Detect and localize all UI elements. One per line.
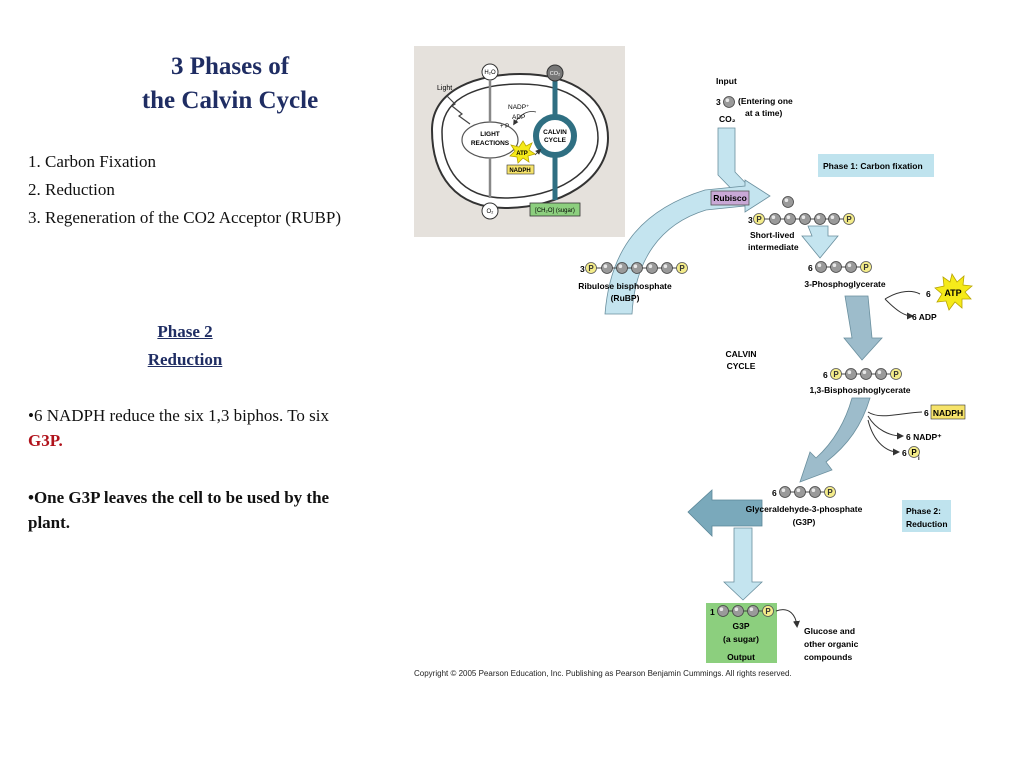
carbon-ball-icon [782, 196, 794, 208]
rubisco-label: Rubisco [713, 193, 747, 203]
input-label: Input [716, 76, 737, 86]
phase2-label-1: Phase 2: [906, 506, 941, 516]
phase1-box [818, 154, 934, 177]
atp-count: 6 [926, 289, 931, 299]
title-line-1: 3 Phases of [170, 53, 290, 80]
entering-2: at a time) [745, 108, 782, 118]
short-lived-count: 3 [748, 215, 753, 225]
g3p-chain [779, 486, 836, 498]
glucose-3: compounds [804, 652, 852, 662]
output-g3p: G3P [732, 621, 749, 631]
input-count: 3 [716, 97, 721, 107]
atp-star-icon [934, 272, 973, 311]
short-lived-1: Short-lived [750, 230, 794, 240]
bpg-count: 6 [823, 370, 828, 380]
pi-label: P [911, 448, 917, 457]
inset-sugar-box [529, 202, 581, 217]
atp-label: ATP [944, 288, 961, 298]
entering-1: (Entering one [738, 96, 793, 106]
bpg-label: 1,3-Bisphosphoglycerate [809, 385, 910, 395]
g3p-label-1: Glyceraldehyde-3-phosphate [746, 504, 863, 514]
adp-label: 6 ADP [912, 312, 937, 322]
phase-heading: Phase 2 [157, 322, 213, 341]
intermediate-arrow [801, 225, 839, 259]
phase-item-3: 3. Regeneration of the CO2 Acceptor (RUB… [28, 208, 342, 227]
title-line-2: the Calvin Cycle [141, 87, 319, 114]
cycle-arrows [604, 127, 883, 601]
input-co2-molecule-icon [723, 96, 735, 108]
phase-item-1: 1. Carbon Fixation [28, 152, 156, 171]
phase-item-2: 2. Reduction [28, 180, 115, 199]
inset-co2: CO₂ [550, 71, 560, 77]
phosphate-icon [908, 446, 920, 458]
inset-nadp: NADP⁺ [508, 104, 530, 111]
rubisco-box [710, 190, 750, 206]
nadp-label: 6 NADP⁺ [906, 432, 942, 442]
inset-p: + P [500, 124, 509, 130]
nadph-count: 6 [924, 408, 929, 418]
pga-chain [815, 261, 872, 273]
phase-heading-block: Phase 2 Reduction [100, 318, 270, 374]
output-label: Output [727, 652, 755, 662]
phase2-box [902, 500, 951, 532]
output-sugar: (a sugar) [723, 634, 759, 644]
inset-nadph: NADPH [509, 168, 530, 174]
inset-co2-molecule [546, 64, 564, 82]
inset-sugar: [CH₂O] (sugar) [535, 208, 575, 214]
inset-atp-star-icon [509, 140, 536, 164]
inset-h2o: H₂O [484, 70, 496, 76]
output-arrow [722, 527, 764, 601]
rubp-label-1: Ribulose bisphosphate [578, 281, 672, 291]
calvin-label-1: CALVIN [725, 349, 756, 359]
inset-nadph-box [506, 164, 535, 175]
nadph-label: NADPH [933, 408, 963, 418]
pga-count: 6 [808, 263, 813, 273]
inset-light: Light [437, 85, 452, 92]
reduction-arrow-1 [843, 295, 883, 361]
pi-count: 6 [902, 448, 907, 458]
calvin-label-2: CYCLE [727, 361, 756, 371]
bullet-g3p-leaves: •One G3P leaves the cell to be used by t… [28, 488, 330, 532]
short-lived-chain [753, 213, 855, 225]
inset-calvin-1: CALVIN [543, 129, 567, 136]
glucose-2: other organic [804, 639, 859, 649]
pi-sub: i [918, 456, 920, 462]
rubp-label-2: (RuBP) [611, 293, 640, 303]
g3p-count: 6 [772, 488, 777, 498]
short-lived-2: intermediate [748, 242, 799, 252]
pga-label: 3-Phosphoglycerate [804, 279, 886, 289]
inset-light-reactions-2: REACTIONS [471, 140, 510, 147]
input-co2: CO₂ [719, 114, 736, 124]
chloroplast-inset: LIGHT REACTIONS CALVIN CYCLE CO₂ [CH₂O] … [414, 46, 625, 237]
output-chain [717, 605, 774, 617]
copyright: Copyright © 2005 Pearson Education, Inc.… [414, 669, 792, 678]
inset-o2-molecule [481, 202, 499, 220]
phase1-label: Phase 1: Carbon fixation [823, 161, 923, 171]
g3p-highlight: G3P. [28, 431, 63, 450]
rubp-chain [585, 262, 688, 274]
bullet-nadph: •6 NADPH reduce the six 1,3 biphos. To s… [28, 403, 348, 453]
bullet-nadph-text: •6 NADPH reduce the six 1,3 biphos. To s… [28, 406, 329, 425]
inset-atp: ATP [516, 151, 528, 157]
g3p-label-2: (G3P) [793, 517, 816, 527]
phase2-label-2: Reduction [906, 519, 948, 529]
nadph-box [930, 404, 966, 420]
regeneration-arrow [687, 489, 763, 537]
light-zigzag-icon [446, 95, 471, 125]
output-count: 1 [710, 607, 715, 617]
phase-subheading: Reduction [147, 350, 223, 369]
inset-o2: O₂ [487, 209, 495, 215]
inset-light-reactions-1: LIGHT [480, 131, 500, 138]
glucose-1: Glucose and [804, 626, 855, 636]
calvin-cycle-ring [533, 114, 577, 158]
bpg-chain [830, 368, 902, 380]
reduction-arrow-2 [799, 397, 871, 483]
phases-list: 1. Carbon Fixation 2. Reduction 3. Regen… [28, 150, 358, 234]
inset-calvin-2: CYCLE [544, 137, 567, 144]
slide-title: 3 Phases of the Calvin Cycle [105, 50, 355, 118]
rubp-count: 3 [580, 264, 585, 274]
